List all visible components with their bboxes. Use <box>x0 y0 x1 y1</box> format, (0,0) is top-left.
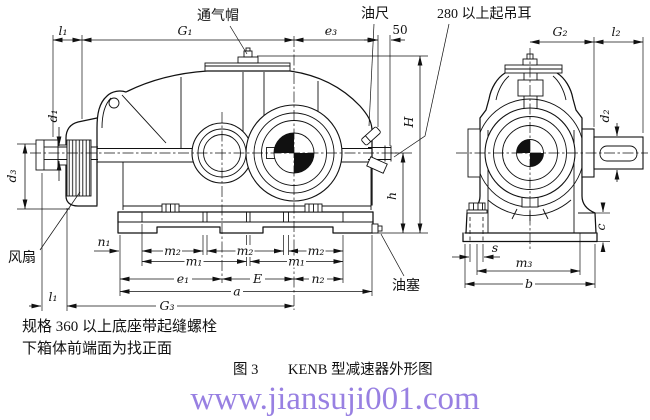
dim-d3: d₃ <box>4 169 19 182</box>
breather-cap <box>204 47 291 72</box>
annotations: 通气帽 油尺 280 以上起吊耳 风扇 油塞 l₁ G₁ e₃ 50 H h d… <box>4 6 621 417</box>
dim-l1-bottom: l₁ <box>48 289 57 304</box>
dim-s: s <box>492 240 498 255</box>
dim-l1-top: l₁ <box>58 23 67 38</box>
lifting-lug-label: 280 以上起吊耳 <box>437 6 532 22</box>
jacking-bolt <box>161 203 180 213</box>
oil-dipstick <box>361 126 381 146</box>
dim-d1: d₁ <box>45 109 60 122</box>
caption-number: 图 3 <box>233 362 258 378</box>
housing-outline <box>96 70 373 206</box>
dim-n1: n₁ <box>97 234 110 249</box>
oil-plug <box>371 223 383 234</box>
lifting-hole <box>108 97 120 109</box>
fan-assembly <box>35 117 98 207</box>
dim-m1: m₁ <box>186 254 203 269</box>
breather-label: 通气帽 <box>197 8 239 24</box>
dim-H: H <box>401 115 416 128</box>
dim-G3: G₃ <box>160 298 175 313</box>
note-line2: 下箱体前端面为找正面 <box>22 340 172 357</box>
dim-m1: m₁ <box>288 254 305 269</box>
dim-m2: m₂ <box>164 243 181 258</box>
dim-G1: G₁ <box>178 23 193 38</box>
housing-gusset <box>121 94 167 144</box>
dim-E: E <box>252 271 262 286</box>
base <box>117 205 374 234</box>
dim-e3: e₃ <box>325 23 337 38</box>
caption-title: KENB 型减速器外形图 <box>288 361 433 378</box>
dim-G2: G₂ <box>553 24 568 39</box>
dim-b: b <box>525 276 533 291</box>
centroid-mark <box>274 133 294 153</box>
dim-e1: e₁ <box>177 271 189 286</box>
fan-blades <box>66 139 92 197</box>
dim-a: a <box>233 284 240 299</box>
watermark: www.jiansuji001.com <box>190 381 480 417</box>
oil-plug-label: 油塞 <box>392 277 420 294</box>
dim-c: c <box>593 223 608 230</box>
left-view-reducer <box>30 36 399 310</box>
dim-d2: d₂ <box>597 109 612 122</box>
dim-m3: m₃ <box>516 255 533 270</box>
right-view-reducer <box>456 48 648 250</box>
dipstick-label: 油尺 <box>361 6 389 22</box>
dim-m2: m₂ <box>308 243 325 258</box>
foundation-bolt <box>466 202 488 241</box>
note-line1: 规格 360 以上底座带起缝螺栓 <box>22 318 217 335</box>
jacking-bolt <box>304 203 323 213</box>
dim-50: 50 <box>392 23 407 37</box>
lifting-lug <box>366 156 388 174</box>
dim-n2: n₂ <box>311 271 324 286</box>
dim-l2: l₂ <box>611 24 620 39</box>
label-masks <box>156 245 535 312</box>
dim-m2: m₂ <box>237 243 254 258</box>
dim-h: h <box>384 192 399 200</box>
dimension-lines <box>17 23 644 311</box>
fan-label: 风扇 <box>8 250 36 266</box>
housing-inner-wall <box>101 97 112 129</box>
